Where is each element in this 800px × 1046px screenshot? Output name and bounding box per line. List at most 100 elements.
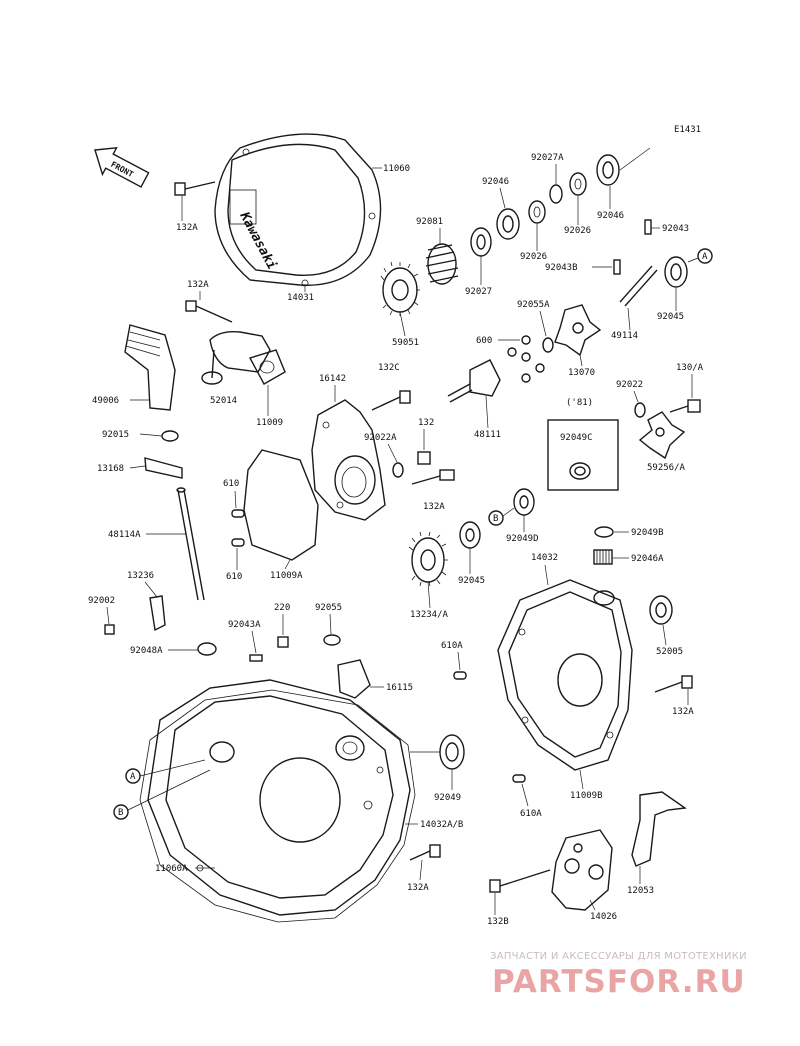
part-label-92046: 92046 bbox=[597, 211, 624, 221]
part-label-220: 220 bbox=[274, 603, 290, 613]
callout-b-right: B bbox=[488, 507, 515, 526]
part-label-92015: 92015 bbox=[102, 430, 129, 440]
washer-92026 bbox=[528, 200, 546, 224]
callout-a-right: A bbox=[687, 248, 713, 264]
watermark-logo: PARTSFOR.RU bbox=[492, 964, 746, 1000]
spring-92081 bbox=[425, 243, 459, 285]
part-label-16142: 16142 bbox=[319, 374, 346, 384]
part-label-132a: 132A bbox=[423, 502, 445, 512]
cover-gasket-11060a bbox=[139, 689, 416, 923]
part-label-92045: 92045 bbox=[657, 312, 684, 322]
dowel-pin-610 bbox=[231, 538, 245, 547]
part-label-59051: 59051 bbox=[392, 338, 419, 348]
part-label-610: 610 bbox=[223, 479, 239, 489]
part-label-92049d: 92049D bbox=[506, 534, 539, 544]
part-label-12053: 12053 bbox=[627, 886, 654, 896]
part-label-92049b: 92049B bbox=[631, 528, 664, 538]
year-note: ('81) bbox=[566, 398, 593, 408]
part-label-92002: 92002 bbox=[88, 596, 115, 606]
callout-a-left: A bbox=[125, 759, 206, 784]
dowel-pin-610a bbox=[453, 671, 467, 680]
bolt-132a-mid bbox=[411, 469, 455, 485]
oil-filler-plug bbox=[337, 659, 371, 699]
part-label-92055a: 92055A bbox=[517, 300, 550, 310]
pin-92043 bbox=[644, 219, 652, 235]
needle-bearing-92046a bbox=[593, 549, 613, 565]
seal-92048a bbox=[197, 642, 217, 656]
balls-600 bbox=[507, 335, 545, 383]
part-label-92027a: 92027A bbox=[531, 153, 564, 163]
washer-92015 bbox=[161, 430, 179, 442]
part-label-92027: 92027 bbox=[465, 287, 492, 297]
part-label-48114a: 48114A bbox=[108, 530, 141, 540]
washer-92027 bbox=[470, 227, 492, 257]
part-label-132a: 132A bbox=[176, 223, 198, 233]
bolt-132a-low bbox=[409, 844, 441, 861]
bearing-92046-b bbox=[596, 154, 620, 186]
callout-b-left: B bbox=[113, 769, 211, 820]
part-label-92026: 92026 bbox=[520, 252, 547, 262]
gear-13234a bbox=[408, 531, 448, 587]
shaft-49114 bbox=[619, 265, 658, 307]
gear-59051 bbox=[380, 261, 420, 316]
arm-13236 bbox=[149, 595, 166, 632]
part-label-14026: 14026 bbox=[590, 912, 617, 922]
part-label-52014: 52014 bbox=[210, 396, 237, 406]
clip-92055a bbox=[542, 337, 554, 353]
part-label-92022a: 92022A bbox=[364, 433, 397, 443]
part-label-92055: 92055 bbox=[315, 603, 342, 613]
part-label-132a: 132A bbox=[672, 707, 694, 717]
part-label-13168: 13168 bbox=[97, 464, 124, 474]
part-label-92043a: 92043A bbox=[228, 620, 261, 630]
watermark-tagline: ЗАПЧАСТИ И АКСЕССУАРЫ ДЛЯ МОТОТЕХНИКИ bbox=[490, 951, 747, 962]
part-label-610: 610 bbox=[226, 572, 242, 582]
diagram-code: E1431 bbox=[674, 125, 701, 135]
gasket-11009 bbox=[248, 349, 286, 385]
part-label-132a: 132A bbox=[187, 280, 209, 290]
washer-92022 bbox=[634, 402, 646, 418]
part-label-92049c: 92049C bbox=[560, 433, 593, 443]
shift-shaft-48114a bbox=[176, 487, 205, 601]
part-label-59256a: 59256/A bbox=[647, 463, 686, 473]
part-label-13234a: 13234/A bbox=[410, 610, 449, 620]
part-label-11009b: 11009B bbox=[570, 791, 603, 801]
part-label-92081: 92081 bbox=[416, 217, 443, 227]
pin-92043b bbox=[613, 259, 621, 275]
part-label-52005: 52005 bbox=[656, 647, 683, 657]
callout-label-b: B bbox=[493, 514, 498, 524]
bolt-132 bbox=[417, 451, 431, 465]
guide-plate-14026 bbox=[551, 829, 613, 911]
part-label-13236: 13236 bbox=[127, 571, 154, 581]
impeller-59256a bbox=[638, 411, 686, 460]
washer-92027a bbox=[549, 184, 563, 204]
bearing-92045 bbox=[664, 256, 688, 288]
bolt-132a-right bbox=[654, 675, 693, 693]
part-label-92046: 92046 bbox=[482, 177, 509, 187]
bolt-132a bbox=[185, 300, 233, 323]
bearing-92045-mid bbox=[459, 521, 481, 549]
part-label-130a: 130/A bbox=[676, 363, 704, 373]
screw-92002 bbox=[104, 624, 115, 635]
part-label-92048a: 92048A bbox=[130, 646, 163, 656]
dowel-pin-610 bbox=[231, 509, 245, 518]
water-pump-cover bbox=[311, 399, 386, 521]
part-label-11009a: 11009A bbox=[270, 571, 303, 581]
bracket-12053 bbox=[631, 791, 687, 867]
bearing-92046 bbox=[496, 208, 520, 240]
pin-92043a bbox=[249, 654, 263, 662]
lever-13168 bbox=[144, 457, 183, 479]
part-label-11060a: 11060A bbox=[155, 864, 188, 874]
rubber-boot bbox=[124, 324, 176, 411]
bolt-132b bbox=[489, 869, 551, 893]
part-label-132b: 132B bbox=[487, 917, 509, 927]
callout-label-a: A bbox=[702, 252, 708, 262]
water-pump-gasket bbox=[243, 449, 319, 561]
bolt-130a bbox=[669, 399, 701, 413]
part-label-14032: 14032 bbox=[531, 553, 558, 563]
part-label-48111: 48111 bbox=[474, 430, 501, 440]
washer-92026-b bbox=[569, 172, 587, 196]
part-label-49114: 49114 bbox=[611, 331, 638, 341]
part-label-600: 600 bbox=[476, 336, 492, 346]
bolt-132c bbox=[371, 390, 411, 411]
part-label-132: 132 bbox=[418, 418, 434, 428]
